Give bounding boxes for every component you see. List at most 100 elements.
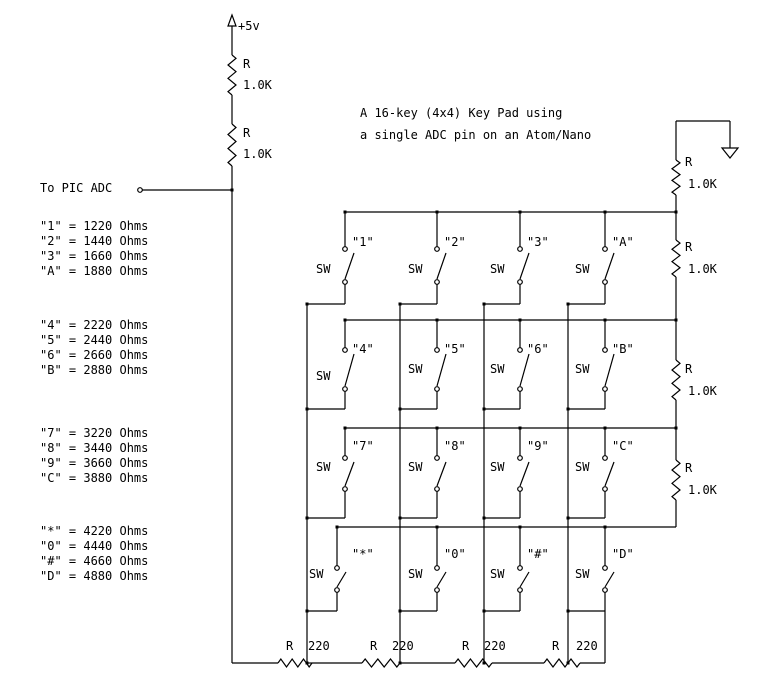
wires <box>140 26 731 665</box>
table-entry: "9" = 3660 Ohms <box>40 456 148 470</box>
contact-terminal <box>334 587 340 593</box>
switch-blade <box>604 461 615 487</box>
switch-prefix: SW <box>490 567 505 581</box>
switch-prefix: SW <box>575 567 590 581</box>
key-label: "3" <box>527 235 549 249</box>
switch-blade <box>336 571 347 588</box>
table-entry: "7" = 3220 Ohms <box>40 426 148 440</box>
top-resistor-1 <box>227 54 237 96</box>
adc-label: To PIC ADC <box>40 181 112 195</box>
switch-blade <box>344 252 355 280</box>
top-resistor-1-prefix: R <box>243 57 251 71</box>
contact-terminal <box>517 565 523 571</box>
top-resistor-2-value: 1.0K <box>243 147 273 161</box>
contact-terminal <box>137 187 143 193</box>
right-resistor-2-value: 1.0K <box>688 262 718 276</box>
contact-terminal <box>517 279 523 285</box>
switch-blade <box>519 571 530 588</box>
bottom-resistor-1-value: 220 <box>308 639 330 653</box>
contact-terminal <box>517 347 523 353</box>
key-label: "A" <box>612 235 634 249</box>
switch-prefix: SW <box>408 362 423 376</box>
contact-terminal <box>342 246 348 252</box>
key-label: "9" <box>527 439 549 453</box>
table-entry: "A" = 1880 Ohms <box>40 264 148 278</box>
switch-prefix: SW <box>408 567 423 581</box>
key-label: "C" <box>612 439 634 453</box>
key-label: "8" <box>444 439 466 453</box>
switch-blade <box>519 353 530 387</box>
contact-terminal <box>434 279 440 285</box>
top-resistor-2 <box>227 123 237 167</box>
bottom-resistor-4-value: 220 <box>576 639 598 653</box>
table-entry: "5" = 2440 Ohms <box>40 333 148 347</box>
right-resistor-4 <box>671 459 681 501</box>
contact-terminal <box>517 587 523 593</box>
junction-dot <box>566 516 570 520</box>
key-label: "4" <box>352 342 374 356</box>
bottom-resistor-2-prefix: R <box>370 639 378 653</box>
key-label: "D" <box>612 547 634 561</box>
switch-prefix: SW <box>316 369 331 383</box>
switch-blade <box>604 571 615 588</box>
switch-blade <box>436 252 447 280</box>
contact-terminal <box>434 565 440 571</box>
right-resistor-3 <box>671 359 681 401</box>
right-resistor-2-prefix: R <box>685 240 693 254</box>
junction-dot <box>482 302 486 306</box>
switch-blade <box>436 461 447 487</box>
junction-dot <box>398 516 402 520</box>
switch-prefix: SW <box>575 460 590 474</box>
junction-dot <box>305 302 309 306</box>
junction-dot <box>398 302 402 306</box>
right-resistor-4-value: 1.0K <box>688 483 718 497</box>
bottom-resistor-3-prefix: R <box>462 639 470 653</box>
contact-terminal <box>517 386 523 392</box>
ground-icon <box>720 147 740 159</box>
contact-terminal <box>434 347 440 353</box>
components <box>137 13 740 669</box>
key-label: "6" <box>527 342 549 356</box>
switch-prefix: SW <box>316 460 331 474</box>
table-entry: "4" = 2220 Ohms <box>40 318 148 332</box>
switch-prefix: SW <box>490 262 505 276</box>
right-resistor-1-prefix: R <box>685 155 693 169</box>
bottom-resistor-4-prefix: R <box>552 639 560 653</box>
switch-labels: SW "1" SW "2" SW "3" SW "A" SW "4" SW "5… <box>309 235 634 581</box>
contact-terminal <box>517 246 523 252</box>
switch-blade <box>436 571 447 588</box>
switch-prefix: SW <box>316 262 331 276</box>
junction-dot <box>305 407 309 411</box>
right-resistor-4-prefix: R <box>685 461 693 475</box>
contact-terminal <box>517 486 523 492</box>
switch-prefix: SW <box>309 567 324 581</box>
bottom-resistor-1 <box>277 657 313 669</box>
switch-prefix: SW <box>408 262 423 276</box>
bottom-resistor-2-value: 220 <box>392 639 414 653</box>
junction-dot <box>482 407 486 411</box>
right-resistor-2 <box>671 239 681 278</box>
switch-prefix: SW <box>575 362 590 376</box>
supply-label: +5v <box>238 19 260 33</box>
switch-blade <box>344 353 355 387</box>
junction-dot <box>566 302 570 306</box>
contact-terminal <box>602 347 608 353</box>
contact-terminal <box>602 246 608 252</box>
table-entry: "0" = 4440 Ohms <box>40 539 148 553</box>
switch-blade <box>604 252 615 280</box>
contact-terminal <box>342 279 348 285</box>
table-entry: "C" = 3880 Ohms <box>40 471 148 485</box>
bottom-resistor-3 <box>454 658 493 668</box>
key-label: "B" <box>612 342 634 356</box>
contact-terminal <box>342 486 348 492</box>
top-resistor-1-value: 1.0K <box>243 78 273 92</box>
junction-dot <box>305 516 309 520</box>
contact-terminal <box>602 386 608 392</box>
contact-terminal <box>434 587 440 593</box>
table-entry: "#" = 4660 Ohms <box>40 554 148 568</box>
bottom-resistor-3-value: 220 <box>484 639 506 653</box>
key-label: "2" <box>444 235 466 249</box>
right-resistor-3-prefix: R <box>685 362 693 376</box>
contact-terminal <box>602 587 608 593</box>
